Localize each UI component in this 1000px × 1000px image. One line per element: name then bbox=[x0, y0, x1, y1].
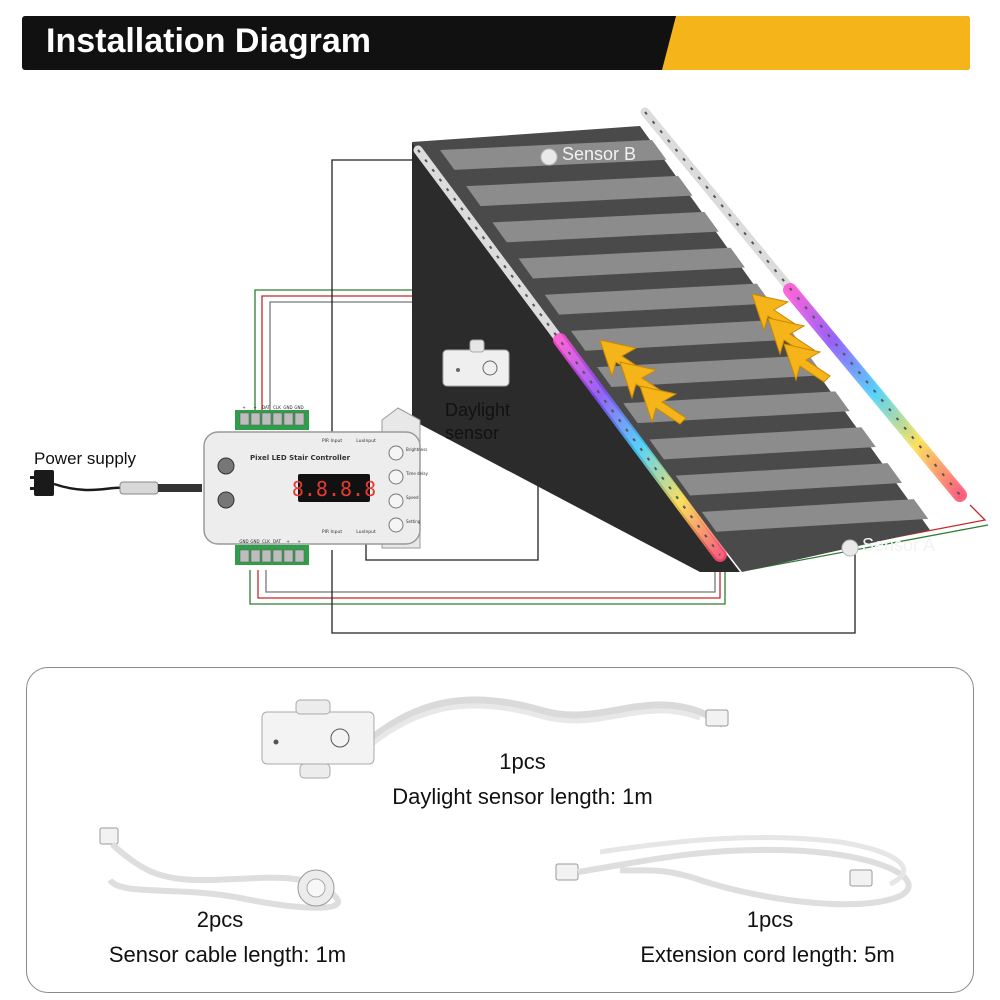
screw-icon bbox=[217, 457, 235, 475]
button-label: Time delay bbox=[405, 471, 429, 476]
stair-step-tread bbox=[597, 355, 824, 387]
led-strip-right bbox=[640, 107, 967, 502]
brightness-button bbox=[388, 445, 404, 461]
daylight-sensor-label-line2: sensor bbox=[445, 423, 500, 443]
stair-step-tread bbox=[466, 175, 693, 207]
page-title: Installation Diagram bbox=[46, 22, 371, 60]
part-description: Sensor cable length: 1m bbox=[108, 942, 347, 967]
extension-cord-part-image bbox=[555, 834, 912, 908]
power-supply-label: Power supply bbox=[34, 449, 137, 468]
button-label: Setting bbox=[406, 519, 421, 524]
staircase bbox=[412, 126, 930, 572]
sensor-b-icon bbox=[540, 148, 558, 166]
pir-input-top: PIR Input bbox=[322, 438, 342, 444]
sensor-a-icon bbox=[841, 539, 859, 557]
svg-text:DAT: DAT bbox=[273, 539, 281, 544]
part-description: Extension cord length: 5m bbox=[640, 942, 895, 967]
display-digits: 8.8.8.8 bbox=[292, 477, 376, 501]
lux-input-top: LuxInput bbox=[356, 438, 376, 444]
stair-step-tread bbox=[492, 211, 719, 243]
svg-text:+: + bbox=[297, 539, 300, 544]
svg-text:GND: GND bbox=[283, 405, 292, 410]
stair-step-tread bbox=[544, 283, 772, 315]
stair-step-tread bbox=[701, 499, 929, 532]
screw-icon bbox=[217, 491, 235, 509]
svg-text:GND: GND bbox=[250, 539, 259, 544]
arrow-icon bbox=[639, 385, 687, 425]
svg-text:DAT: DAT bbox=[262, 405, 270, 410]
part-qty: 1pcs bbox=[499, 749, 546, 774]
daylight-sensor-icon bbox=[442, 339, 510, 387]
part-qty: 2pcs bbox=[196, 907, 244, 932]
svg-text:GND: GND bbox=[239, 539, 248, 544]
seven-segment-display bbox=[298, 474, 370, 502]
sensor-b-label: Sensor B bbox=[562, 144, 637, 164]
setting-button bbox=[388, 517, 404, 533]
controller-unit: 8.8.8.8 Pixel LED Stair Controller PIR I… bbox=[203, 405, 429, 565]
controller-buttons bbox=[388, 445, 404, 533]
stair-step-tread bbox=[570, 319, 798, 351]
button-label: Brightness bbox=[406, 447, 427, 452]
button-label: Speed bbox=[406, 495, 419, 500]
speed-button bbox=[388, 493, 404, 509]
part-description: Daylight sensor length: 1m bbox=[392, 784, 653, 809]
svg-text:GND: GND bbox=[294, 405, 303, 410]
part-qty: 1pcs bbox=[746, 907, 794, 932]
header-accent bbox=[662, 16, 970, 70]
time-delay-button bbox=[388, 469, 404, 485]
svg-text:+: + bbox=[242, 405, 245, 410]
stair-steps bbox=[440, 140, 929, 532]
arrow-icon bbox=[783, 343, 831, 383]
sensor-cable-part-image bbox=[99, 827, 341, 911]
controller-title: Pixel LED Stair Controller bbox=[250, 454, 351, 462]
daylight-sensor-label-line1: Daylight bbox=[445, 400, 511, 420]
svg-text:+: + bbox=[286, 539, 289, 544]
sensor-a-label: Sensor A bbox=[862, 535, 936, 555]
power-adapter-icon bbox=[30, 470, 202, 496]
stair-step-tread bbox=[518, 247, 745, 279]
svg-text:CLK: CLK bbox=[262, 539, 270, 544]
lux-input-bottom: LuxInput bbox=[356, 529, 376, 535]
stair-step-tread bbox=[675, 463, 903, 496]
stair-step-tread bbox=[649, 427, 876, 460]
svg-text:CLK: CLK bbox=[273, 405, 281, 410]
pir-input-bottom: PIR Input bbox=[322, 529, 342, 535]
parts-list-box bbox=[26, 667, 974, 993]
svg-text:+: + bbox=[253, 405, 256, 410]
led-strip-left bbox=[413, 145, 727, 562]
header-banner: Installation Diagram bbox=[22, 16, 970, 70]
daylight-sensor-part-image bbox=[261, 696, 729, 779]
motion-arrows bbox=[599, 293, 831, 425]
